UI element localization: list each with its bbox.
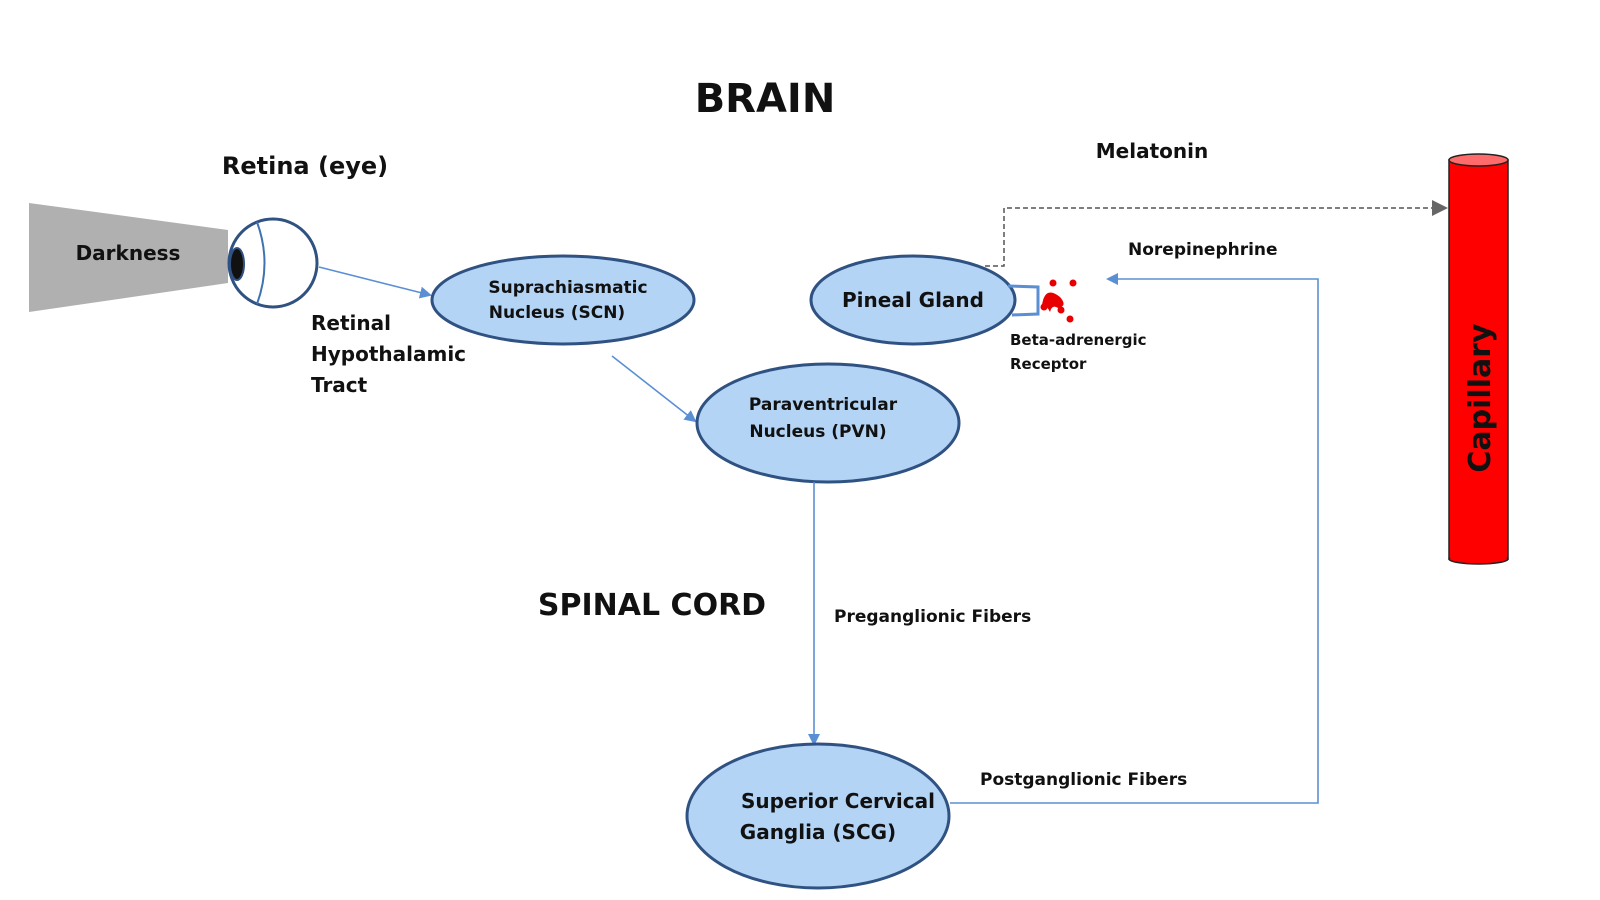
norepinephrine-label: Norepinephrine [1128,240,1278,260]
scg-label-line2: Ganglia (SCG) [740,820,896,844]
scn-to-pvn-arrow [611,355,697,423]
pineal-label: Pineal Gland [842,288,984,312]
rht-label-line2: Hypothalamic [311,342,466,366]
beta-adrenergic-receptor-icon [1040,279,1077,323]
spinal-cord-title: SPINAL CORD [538,588,766,623]
scn-label-line2: Nucleus (SCN) [489,303,625,323]
darkness-label: Darkness [76,241,181,265]
capillary-label: Capillary [1463,323,1498,473]
pineal-gland-node[interactable]: Pineal Gland [809,254,1017,346]
retinal-hypothalamic-tract-arrow [318,266,432,299]
scn-node[interactable]: Suprachiasmatic Nucleus (SCN) [430,254,696,346]
retina-label: Retina (eye) [222,152,388,180]
melatonin-label: Melatonin [1096,139,1208,163]
scg-node[interactable]: Superior Cervical Ganglia (SCG) [685,742,951,890]
postganglionic-label: Postganglionic Fibers [980,770,1187,790]
receptor-label-line1: Beta-adrenergic [1010,331,1147,349]
capillary: Capillary [1448,153,1509,565]
pvn-node[interactable]: Paraventricular Nucleus (PVN) [695,362,961,484]
scn-label-line1: Suprachiasmatic [488,278,647,298]
eye-icon [227,217,319,309]
melatonin-arrow [985,200,1448,267]
rht-label-line3: Tract [311,373,368,397]
receptor-bracket [1007,284,1040,317]
rht-label-line1: Retinal [311,311,391,335]
pvn-label-line1: Paraventricular [749,395,898,415]
darkness-beam [29,203,228,312]
receptor-label-line2: Receptor [1010,355,1087,373]
pvn-label-line2: Nucleus (PVN) [749,422,886,442]
brain-title: BRAIN [695,76,836,122]
postganglionic-fibers-arrow [950,273,1319,804]
scg-label-line1: Superior Cervical [741,789,935,813]
preganglionic-label: Preganglionic Fibers [834,607,1031,627]
